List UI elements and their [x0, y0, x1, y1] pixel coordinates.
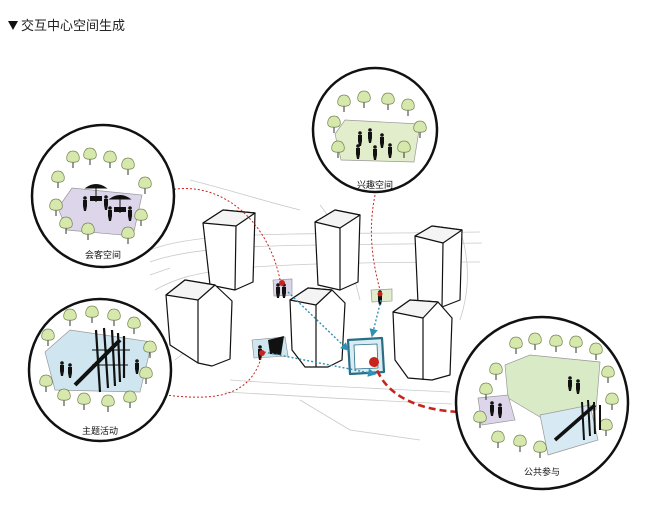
building-3 [314, 209, 361, 291]
interest-space-bubble: 兴趣空间 [311, 66, 439, 194]
public-participation-bubble: 公共参与 [454, 315, 630, 491]
building-1 [202, 209, 256, 291]
umbrella-icon [84, 184, 132, 213]
building-4 [289, 287, 346, 368]
theme-activity-bubble: 主题活动 [27, 297, 173, 443]
play-structure-icon [73, 327, 130, 393]
red-main-path [372, 359, 461, 414]
play-structure-icon [553, 399, 601, 442]
location-marker-icon [279, 280, 285, 286]
location-marker-icon [377, 291, 383, 297]
location-markers [259, 280, 383, 367]
buildings [165, 209, 463, 381]
building-2 [165, 279, 233, 367]
page-title: 交互中心空间生成 [8, 15, 125, 34]
public-participation-label: 公共参与 [524, 466, 560, 478]
meeting-space-label: 会客空间 [85, 249, 121, 261]
interaction-center-pavilion [346, 336, 386, 376]
page-title-text: 交互中心空间生成 [21, 19, 126, 34]
building-5 [414, 225, 463, 308]
location-marker-icon [259, 350, 265, 356]
building-6 [392, 299, 453, 381]
triangle-down-icon [8, 21, 18, 30]
location-marker-icon [369, 357, 379, 367]
blue-connection-paths [263, 291, 382, 377]
red-leader-lines [164, 188, 381, 398]
interest-space-label: 兴趣空间 [357, 179, 393, 191]
theme-activity-label: 主题活动 [82, 425, 118, 437]
meeting-space-bubble: 会客空间 [30, 123, 176, 269]
